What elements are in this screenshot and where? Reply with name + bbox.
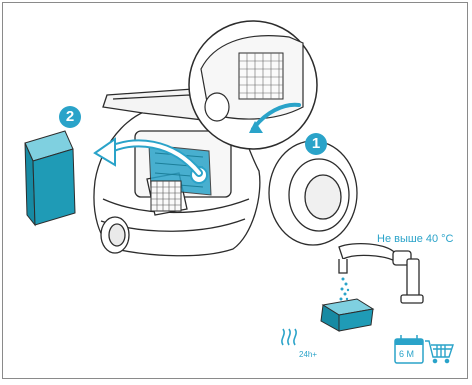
zoom-detail: [189, 21, 317, 149]
faucet-icon: [339, 244, 423, 303]
filter-icon: [25, 131, 75, 225]
replace-interval: 6 M: [399, 349, 414, 359]
temperature-note: Не выше 40 °С: [377, 233, 454, 245]
shopping-cart-icon: [425, 341, 453, 363]
washed-filter-icon: [321, 299, 373, 331]
step-2-badge: 2: [59, 106, 81, 128]
instruction-illustration: 1 2 Не выше 40 °С 24h+ 6 M: [2, 2, 468, 379]
dry-icon: [282, 329, 296, 345]
mesh-filter-icon: [151, 181, 181, 211]
step-1-badge: 1: [305, 133, 327, 155]
illustration-canvas: [3, 3, 468, 379]
drying-time: 24h+: [299, 350, 317, 359]
